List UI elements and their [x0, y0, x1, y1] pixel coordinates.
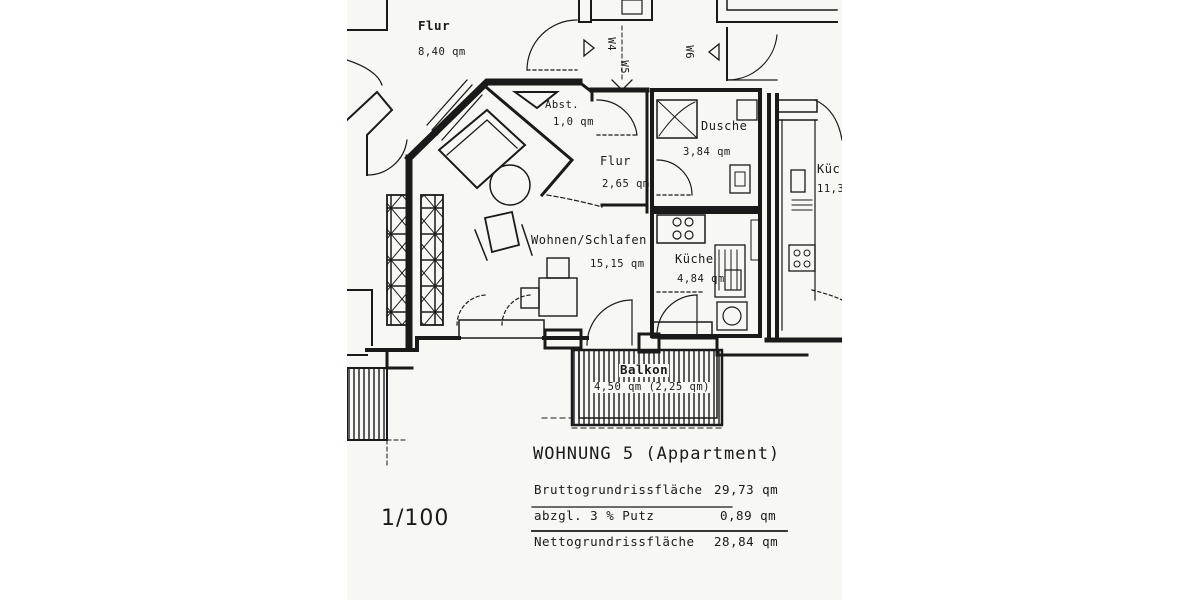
room-name-dusche: Dusche: [701, 119, 748, 133]
room-name-balkon: Balkon: [619, 362, 670, 377]
room-area-balkon: 4,50 qm (2,25 qm): [593, 381, 711, 393]
plaster-deduction-value: 0,89 qm: [720, 508, 777, 523]
room-area-flur: 2,65 qm: [602, 178, 650, 190]
marker-w4: W4: [605, 37, 618, 52]
room-name-flur-top: Flur: [418, 18, 451, 33]
marker-w5: W5: [618, 60, 631, 75]
gross-area-value: 29,73 qm: [714, 482, 779, 497]
room-area-flur-top: 8,40 qm: [418, 46, 466, 58]
room-area-kueche-right: 11,3: [817, 183, 842, 195]
floor-plan-scan: Flur 8,40 qm W4 W5 W6 Abst. 1,0 qm Dusch…: [347, 0, 842, 600]
marker-w6: W6: [683, 45, 696, 60]
room-name-abst: Abst.: [545, 99, 580, 111]
net-area-value: 28,84 qm: [714, 534, 779, 549]
net-area-label: Nettogrundrissfläche: [534, 534, 695, 549]
plaster-deduction-label: abzgl. 3 % Putz: [534, 508, 655, 523]
room-name-kueche-right: Küc: [817, 162, 841, 176]
room-area-kueche: 4,84 qm: [677, 273, 725, 285]
gross-area-label: Bruttogrundrissfläche: [534, 482, 703, 497]
room-area-dusche: 3,84 qm: [683, 146, 731, 158]
room-name-kueche: Küche: [675, 252, 714, 266]
scale-label: 1/100: [381, 506, 450, 531]
apartment-title: WOHNUNG 5 (Appartment): [533, 444, 781, 464]
room-name-wohnen: Wohnen/Schlafen: [531, 233, 647, 247]
room-area-abst: 1,0 qm: [553, 116, 594, 128]
room-area-wohnen: 15,15 qm: [590, 258, 645, 270]
room-name-flur: Flur: [600, 154, 631, 168]
